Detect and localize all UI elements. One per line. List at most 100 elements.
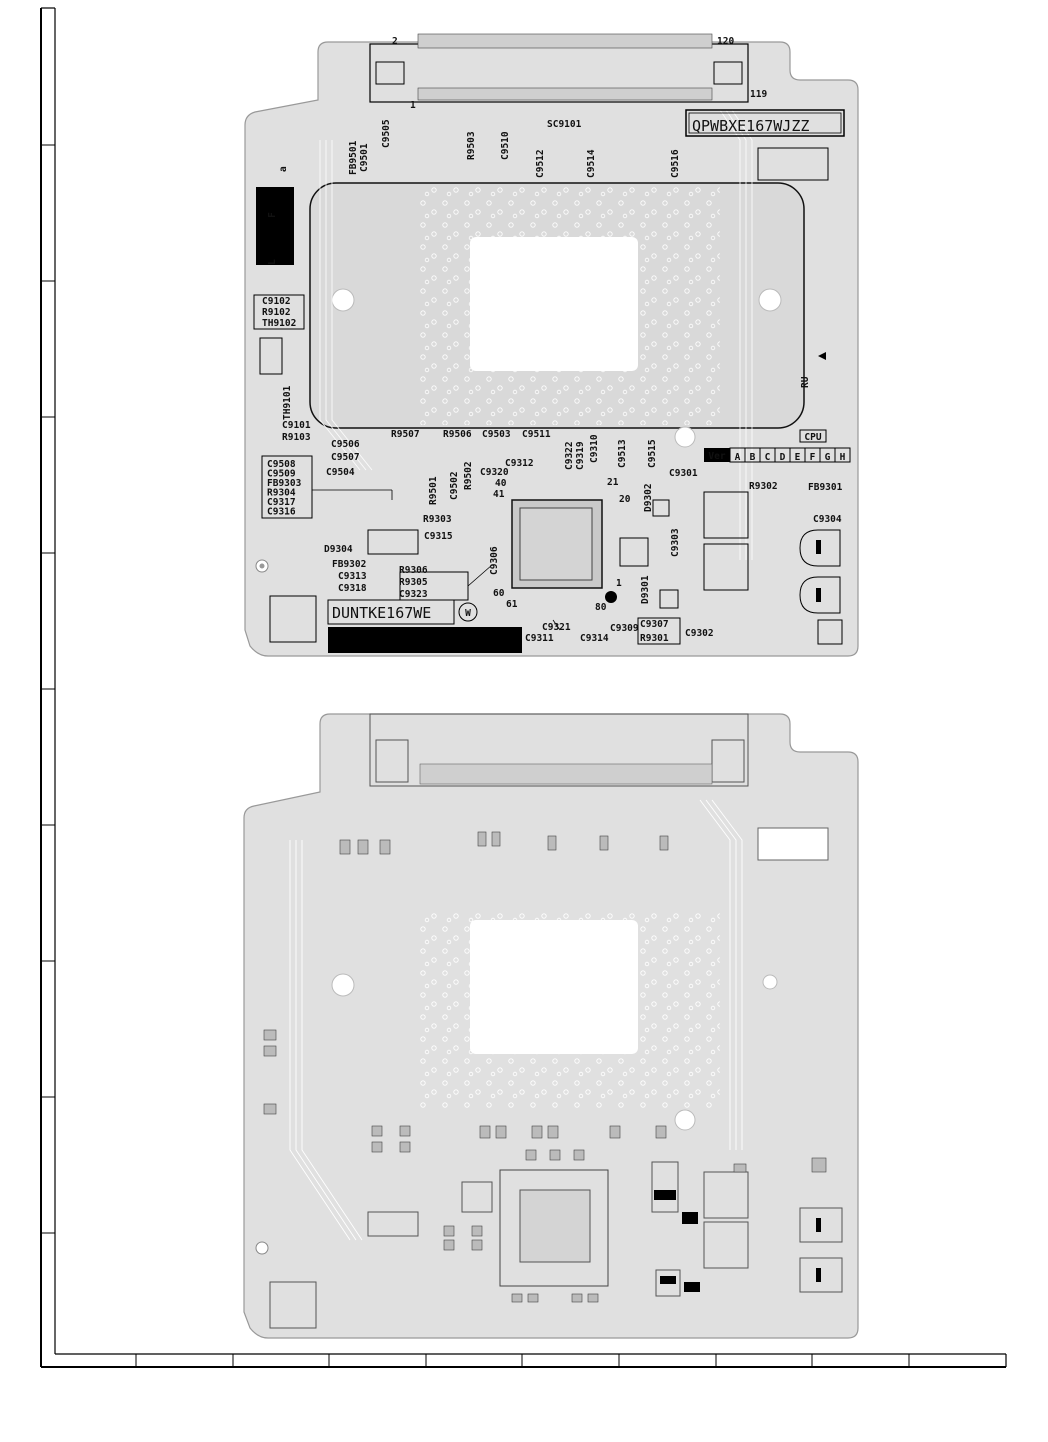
label-c9303: C9303 (670, 528, 681, 557)
label-c9301: C9301 (669, 468, 698, 479)
label-d9301: D9301 (640, 575, 651, 604)
connector-pin-label: 1 (410, 100, 416, 111)
label-c9311: C9311 (525, 633, 554, 644)
ul-mark: RU (800, 376, 811, 388)
label-c9507: C9507 (331, 452, 360, 463)
label-c9304: C9304 (813, 514, 842, 525)
label-c9510: C9510 (500, 131, 511, 160)
label-c9315: C9315 (424, 531, 453, 542)
version-letter: F (810, 452, 816, 463)
pad-square (269, 595, 317, 643)
ver-label: Ver (708, 451, 725, 462)
ic-pin-label: 1 (616, 578, 622, 589)
board-top (244, 33, 859, 657)
label-r9302: R9302 (749, 481, 778, 492)
label-fb9302: FB9302 (332, 559, 366, 570)
label-c9502: C9502 (449, 471, 460, 500)
box2-label: C9508 (267, 459, 296, 470)
version-letter: B (750, 452, 756, 463)
label-fb9501: FB9501 (348, 140, 359, 175)
label-c9306: C9306 (489, 546, 500, 575)
label-c9307: C9307 (640, 619, 669, 630)
label-c9515: C9515 (647, 439, 658, 468)
label-r9502: R9502 (463, 461, 474, 490)
box1-label: TH9102 (262, 318, 296, 329)
ic-pin-label: 61 (506, 599, 518, 610)
label-d9302: D9302 (643, 483, 654, 512)
box2-label: C9509 (267, 469, 296, 480)
label-c9310: C9310 (589, 434, 600, 463)
ic-pin-label: 40 (495, 478, 507, 489)
pcb-number: DUNTKE167WE (332, 604, 431, 622)
label-r9305: R9305 (399, 577, 428, 588)
pin1-dot (605, 591, 617, 603)
version-letter: G (825, 452, 831, 463)
label-blackout-bar (328, 627, 522, 653)
box2-label: C9316 (267, 507, 296, 518)
lf-letter-f: F (267, 212, 278, 218)
ic-pin-label: 21 (607, 477, 619, 488)
label-c9504: C9504 (326, 467, 355, 478)
label-r9301: R9301 (640, 633, 669, 644)
label-c9516: C9516 (670, 149, 681, 178)
lead-free-mark (256, 187, 294, 265)
label-c9314: C9314 (580, 633, 609, 644)
w-mark: W (465, 608, 471, 619)
label-r9306: R9306 (399, 565, 428, 576)
label-c9511: C9511 (522, 429, 551, 440)
connector-pin-label: 119 (750, 89, 767, 100)
label-c9513: C9513 (617, 439, 628, 468)
ic-pin-label: 20 (619, 494, 631, 505)
lf-suffix: a (278, 166, 289, 172)
ic-pin-label: 80 (595, 602, 607, 613)
label-c9320: C9320 (480, 467, 509, 478)
box1-label: R9102 (262, 307, 291, 318)
label-d9304: D9304 (324, 544, 353, 555)
version-letter: E (795, 452, 801, 463)
version-letter: C (765, 452, 771, 463)
version-letter: D (780, 452, 786, 463)
ic-pin-label: 41 (493, 489, 505, 500)
label-sc9101: SC9101 (547, 119, 582, 130)
label-c9512: C9512 (535, 149, 546, 178)
label-c9322: C9322 (564, 441, 575, 470)
board-bottom (243, 713, 859, 1339)
label-c9501: C9501 (359, 143, 370, 172)
label-c9505: C9505 (381, 119, 392, 148)
box1-label: C9102 (262, 296, 291, 307)
label-r9503: R9503 (466, 131, 477, 160)
cpu-label: CPU (804, 432, 821, 443)
label-fb9301: FB9301 (808, 482, 843, 493)
label-c9313: C9313 (338, 571, 367, 582)
box2-label: R9304 (267, 488, 296, 499)
label-c9503: C9503 (482, 429, 511, 440)
connector-pin-label: 120 (717, 36, 734, 47)
label-th9101: TH9101 (282, 385, 293, 420)
w-mark-circle (458, 602, 478, 622)
label-r9507: R9507 (391, 429, 420, 440)
label-c9101: C9101 (282, 420, 311, 431)
version-letter: A (735, 452, 741, 463)
label-c9318: C9318 (338, 583, 367, 594)
label-r9506: R9506 (443, 429, 472, 440)
version-letter: H (840, 452, 846, 463)
label-c9323: C9323 (399, 589, 428, 600)
label-c9302: C9302 (685, 628, 714, 639)
connector-pin-label: 2 (392, 36, 398, 47)
label-c9506: C9506 (331, 439, 360, 450)
socket-center-cutout (470, 237, 638, 371)
ic-pin-label: 60 (493, 588, 505, 599)
lf-letter-l: L (267, 259, 278, 265)
part-number: QPWBXE167WJZZ (692, 117, 809, 135)
page-border (40, 7, 1007, 1368)
box2-label: C9317 (267, 497, 296, 508)
box2-label: FB9303 (267, 478, 302, 489)
label-c9321: C9321 (542, 622, 571, 633)
label-c9309: C9309 (610, 623, 639, 634)
label-r9103: R9103 (282, 432, 311, 443)
label-c9312: C9312 (505, 458, 534, 469)
label-r9501: R9501 (428, 476, 439, 505)
